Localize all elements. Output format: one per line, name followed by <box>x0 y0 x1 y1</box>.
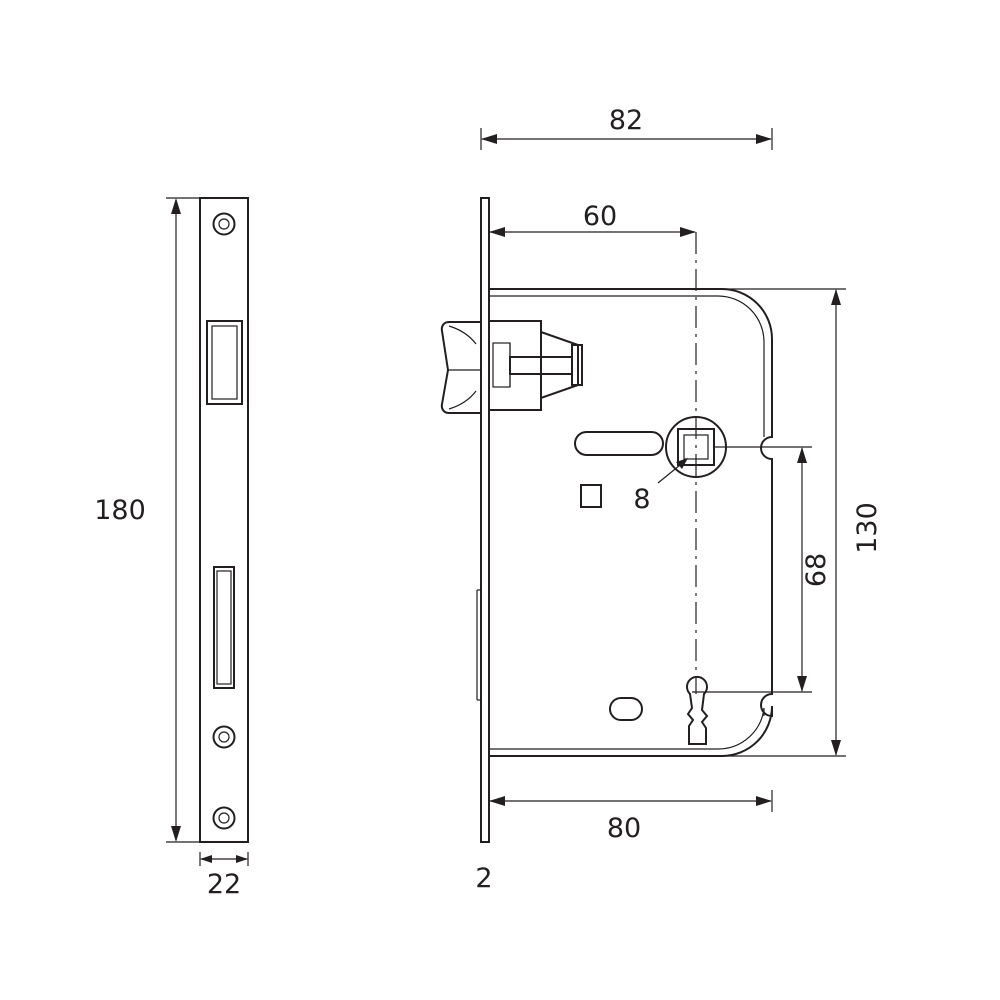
arrowhead-right <box>680 227 696 237</box>
arrowhead-top <box>831 289 841 305</box>
faceplate-front-view <box>199 197 249 843</box>
dimension-label-130: 130 <box>852 502 883 554</box>
arrowhead-right <box>756 134 772 144</box>
bolt-opening <box>213 566 235 689</box>
arrowhead-top <box>171 198 181 214</box>
mortise-lock-side-view <box>440 197 773 843</box>
dimension-label-68: 68 <box>801 553 832 587</box>
faceplate-screw-hole-top-inner <box>218 218 230 230</box>
arrowhead-left <box>489 227 505 237</box>
dimension-label-22: 22 <box>207 869 241 900</box>
dimension-faceplate-thickness: 2 <box>475 863 492 894</box>
faceplate-screw-hole-middle <box>212 725 236 749</box>
dimension-spindle-square: 8 <box>633 458 688 515</box>
latch-bolt <box>440 321 481 414</box>
dimension-label-60: 60 <box>583 201 617 232</box>
dimension-faceplate-length: 180 <box>94 197 200 843</box>
keyhole <box>686 675 709 745</box>
arrowhead-left <box>489 796 505 806</box>
faceplate-screw-hole-middle-inner <box>218 731 230 743</box>
arrowhead-right <box>236 855 248 863</box>
bolt-opening-inner <box>216 570 232 685</box>
slotted-hole-lower <box>609 697 643 721</box>
slotted-hole-upper <box>574 431 664 456</box>
dimension-overall-depth: 82 <box>480 105 773 150</box>
latch-mechanism <box>488 320 583 411</box>
arrowhead-left <box>200 855 212 863</box>
dimension-label-82: 82 <box>609 105 643 136</box>
lock-case-outline <box>489 288 773 757</box>
faceplate-screw-hole-top <box>212 212 236 236</box>
faceplate-screw-hole-bottom-inner <box>218 812 230 824</box>
dimension-case-depth: 80 <box>488 790 773 844</box>
dimension-center-distance: 68 <box>692 446 832 693</box>
arrowhead-right <box>756 796 772 806</box>
dimension-backset: 60 <box>488 201 696 242</box>
arrowhead-bottom <box>171 826 181 842</box>
faceplate-outline <box>199 197 249 843</box>
small-square-hole <box>580 484 602 508</box>
arrowhead-top <box>797 447 807 463</box>
arrowhead-bottom <box>831 740 841 756</box>
arrowhead-bottom <box>797 676 807 692</box>
latch-opening-inner <box>211 325 238 400</box>
faceplate-screw-hole-bottom <box>212 806 236 830</box>
dimension-case-height: 130 <box>722 288 883 757</box>
faceplate-edge <box>480 197 490 843</box>
arrowhead-left <box>481 134 497 144</box>
dimension-label-180: 180 <box>94 495 146 526</box>
latch-opening <box>206 320 243 405</box>
dimension-faceplate-width: 22 <box>199 852 249 900</box>
dimension-label-2: 2 <box>475 863 492 894</box>
dimension-label-80: 80 <box>607 813 641 844</box>
dimension-label-8: 8 <box>633 484 650 515</box>
arrowhead <box>676 458 688 469</box>
